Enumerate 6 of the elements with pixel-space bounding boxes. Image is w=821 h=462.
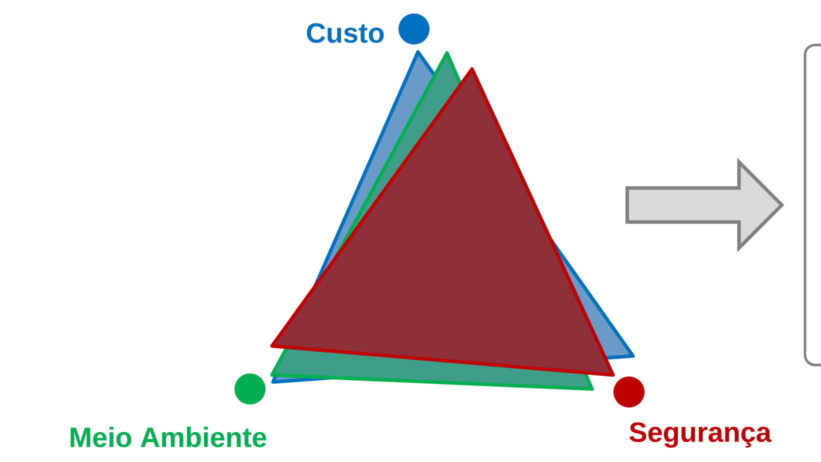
- vertex-label: Custo: [306, 23, 384, 43]
- vertex-label: Meio Ambiente: [70, 426, 266, 448]
- block-arrow: [625, 158, 784, 252]
- panel-box: [804, 44, 821, 366]
- vertex-label: Segurança: [629, 422, 772, 448]
- triangles-drawing: [270, 50, 635, 391]
